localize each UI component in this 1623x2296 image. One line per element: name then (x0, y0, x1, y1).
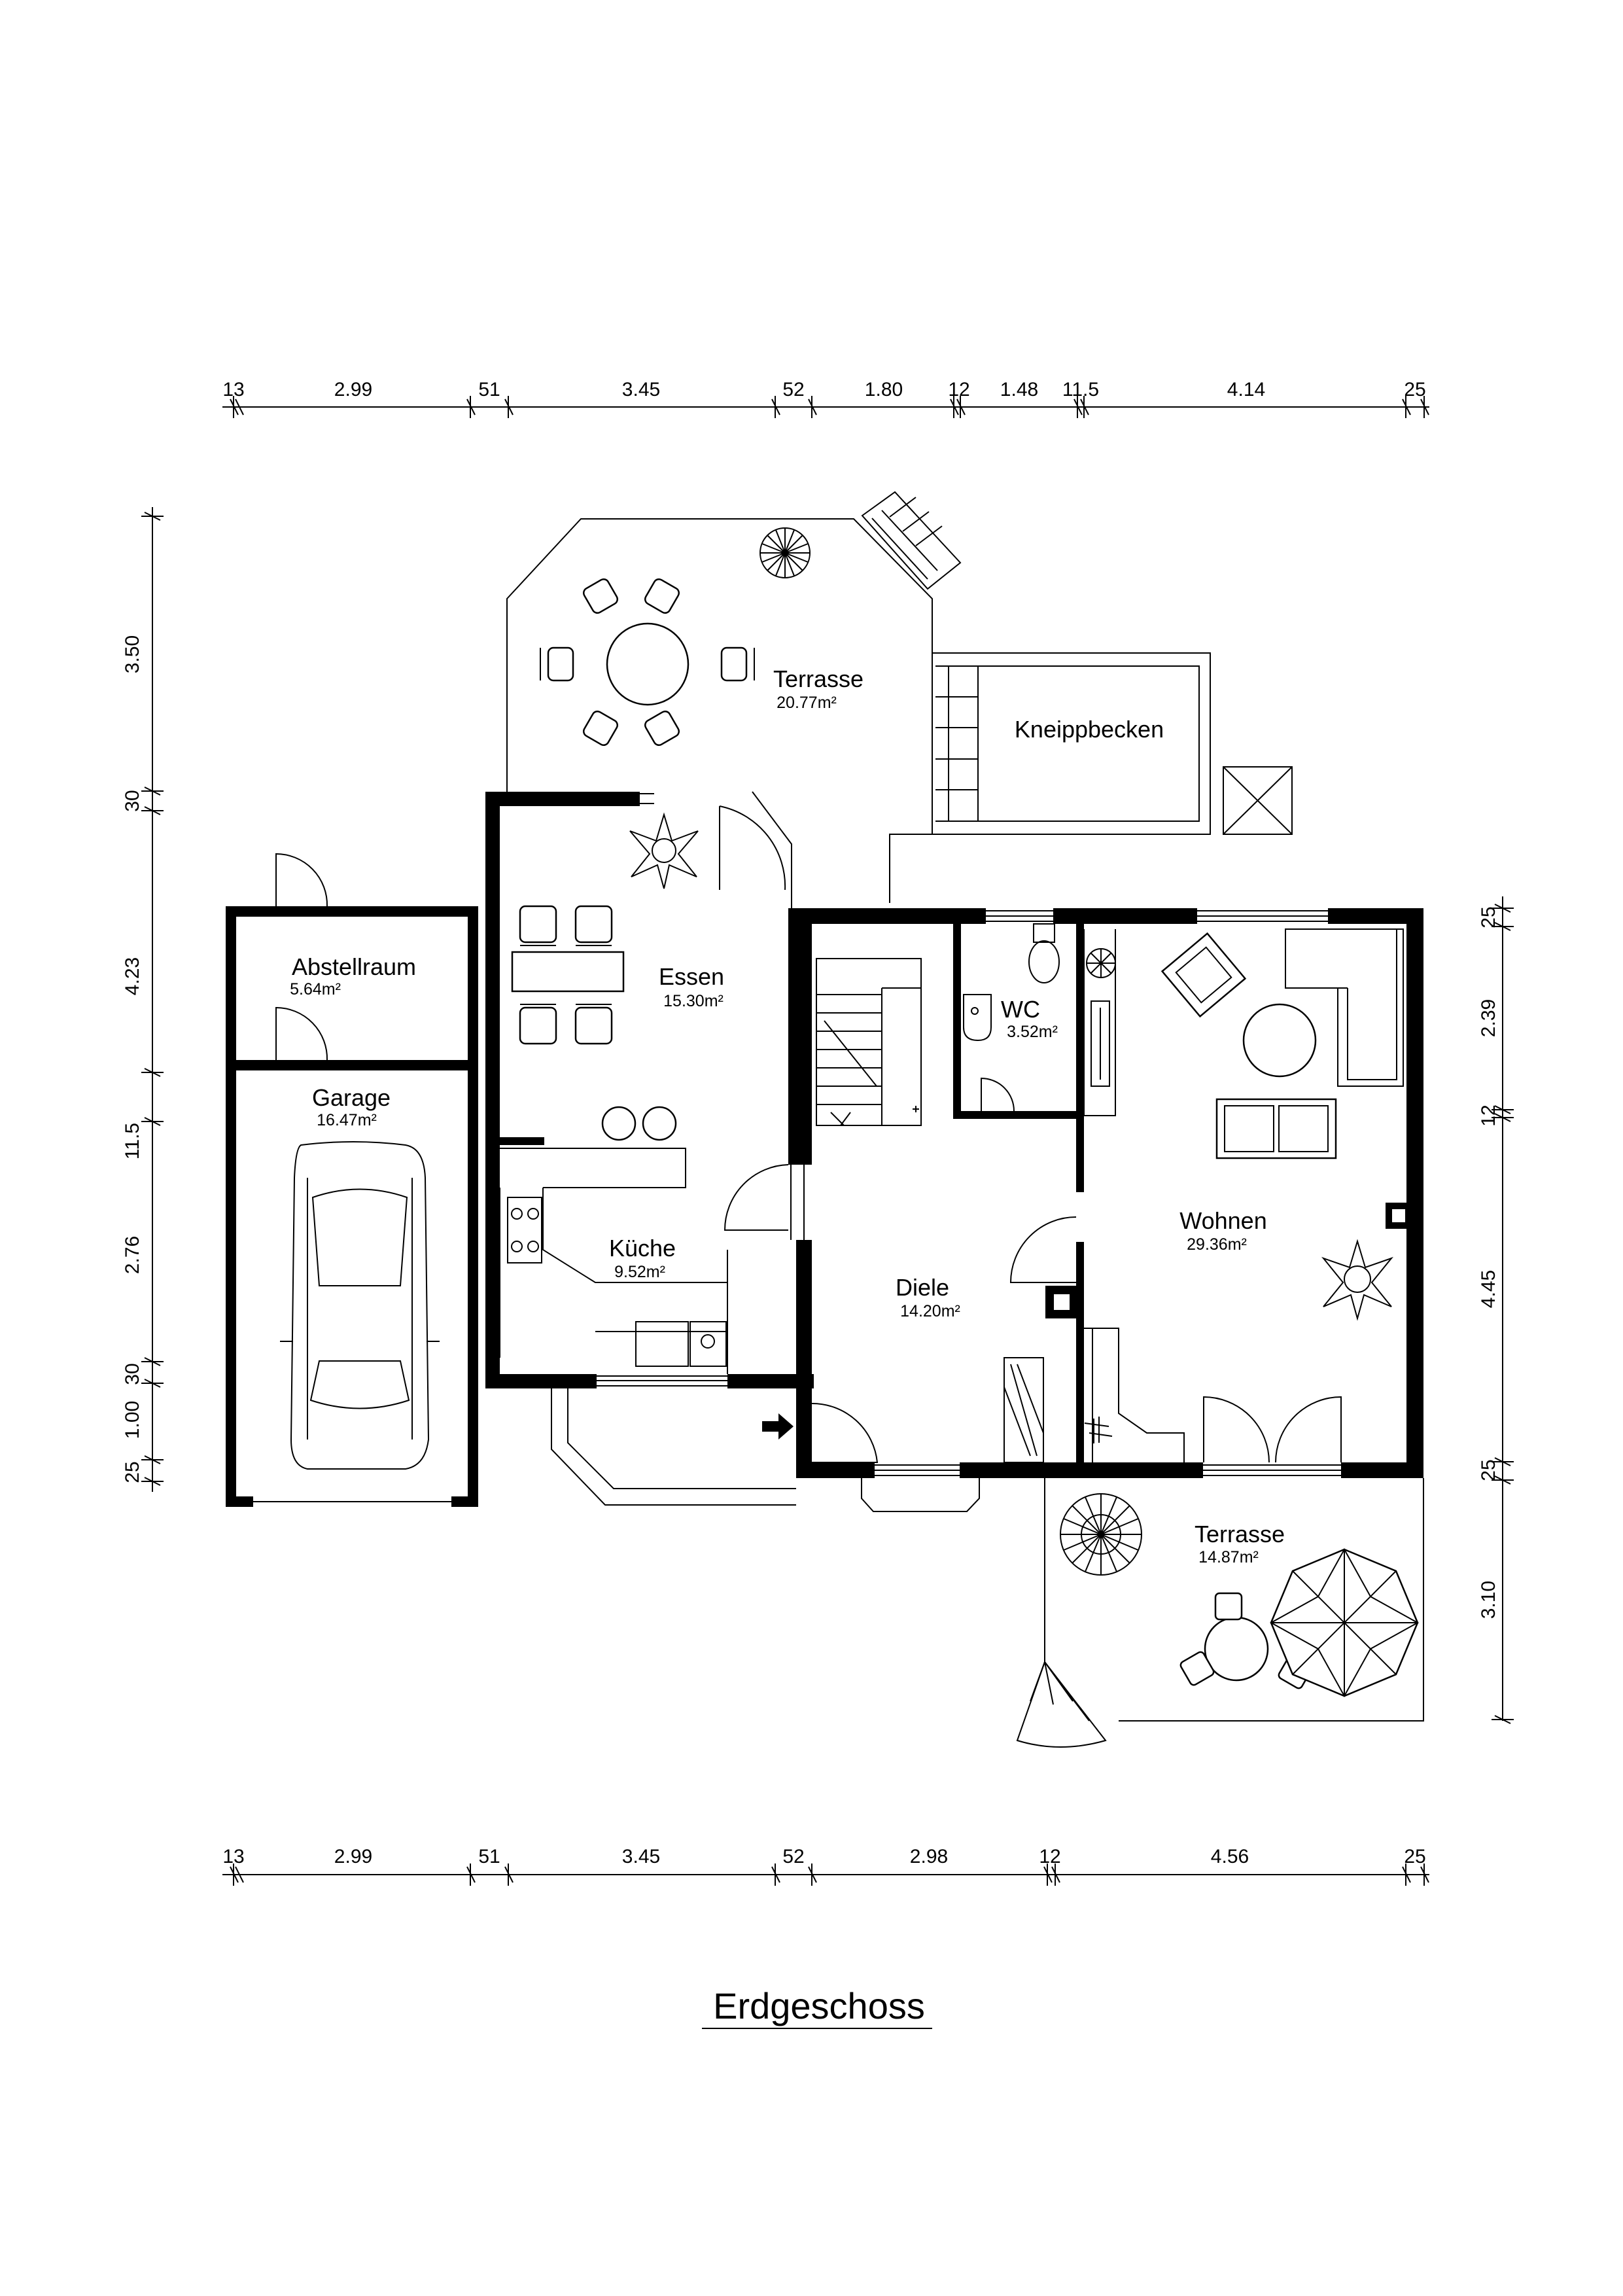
dim-bottom-8: 4.56 (1211, 1846, 1249, 1867)
dim-right-6: 3.10 (1478, 1581, 1499, 1619)
dim-bottom-6: 2.98 (910, 1846, 948, 1867)
kneippbecken-pool (932, 652, 1293, 835)
dim-left-8: 25 (122, 1461, 143, 1483)
dim-top-7: 12 (948, 379, 969, 400)
plan-title-text: Erdgeschoss (713, 1985, 925, 2026)
dim-left-7: 1.00 (122, 1401, 143, 1439)
dim-bottom-4: 3.45 (622, 1846, 660, 1867)
dim-left-2: 30 (122, 790, 143, 811)
entrance-arrow-icon (762, 1413, 794, 1439)
dim-top-4: 3.45 (622, 379, 660, 400)
room-area-essen: 15.30m² (663, 992, 724, 1010)
dimension-labels-left: 3.50 30 4.23 11.5 2.76 30 1.00 25 (122, 635, 143, 1483)
room-name-kueche: Küche (609, 1235, 676, 1262)
dimension-lines (141, 396, 1514, 1886)
wc-fixtures (963, 923, 1060, 1112)
dim-bottom-5: 52 (782, 1846, 804, 1867)
dim-right-2: 2.39 (1478, 999, 1499, 1037)
dim-bottom-3: 51 (478, 1846, 500, 1867)
room-name-wohnen: Wohnen (1179, 1207, 1266, 1234)
room-area-garage: 16.47m² (317, 1111, 377, 1129)
plant-icon (1060, 1493, 1142, 1576)
plant-icon (629, 812, 699, 889)
door-kueche (724, 1164, 789, 1231)
plant-icon (1321, 1239, 1393, 1321)
room-name-garage: Garage (312, 1084, 391, 1111)
dim-right-4: 4.45 (1478, 1270, 1499, 1308)
dining-table (511, 905, 677, 1141)
dim-left-3: 4.23 (122, 957, 143, 995)
dim-right-1: 25 (1478, 906, 1499, 928)
room-area-wc: 3.52m² (1007, 1023, 1058, 1041)
room-name-abstellraum: Abstellraum (292, 953, 416, 980)
umbrella-icon (1269, 1547, 1420, 1698)
door-abstellraum (275, 853, 328, 1061)
staircase (816, 958, 922, 1126)
dimension-labels-top: 13 2.99 51 3.45 52 1.80 12 1.48 11.5 4.1… (222, 379, 1425, 400)
room-area-abstellraum: 5.64m² (290, 980, 341, 998)
wohnen-furniture (1083, 928, 1404, 1463)
dim-top-9: 11.5 (1062, 379, 1099, 400)
dim-bottom-2: 2.99 (334, 1846, 372, 1867)
dim-top-1: 13 (222, 379, 244, 400)
room-name-kneippbecken: Kneippbecken (1015, 716, 1164, 743)
windows (597, 793, 1341, 1476)
walls-main (485, 792, 1423, 1478)
kitchen-counters (499, 1148, 728, 1374)
dim-top-11: 25 (1404, 379, 1425, 400)
dim-left-1: 3.50 (122, 635, 143, 673)
car-icon (280, 1141, 440, 1470)
dim-right-3: 12 (1478, 1104, 1499, 1126)
patio-table (1179, 1592, 1313, 1689)
room-name-terrasse-bottom: Terrasse (1195, 1521, 1285, 1547)
walls-garage (226, 906, 478, 1507)
dim-bottom-7: 12 (1039, 1846, 1060, 1867)
dim-top-5: 52 (782, 379, 804, 400)
entrance-porch (551, 1388, 980, 1512)
room-name-terrasse-top: Terrasse (773, 665, 864, 692)
wardrobe (1003, 1357, 1044, 1463)
door-wohnen (1009, 1216, 1077, 1283)
room-area-terrasse-top: 20.77m² (777, 694, 837, 712)
room-area-diele: 14.20m² (900, 1302, 960, 1320)
room-name-essen: Essen (659, 963, 724, 990)
dim-top-3: 51 (478, 379, 500, 400)
room-labels: Terrasse 20.77m² Kneippbecken Abstellrau… (290, 665, 1285, 1566)
watermark-text: www.grundriss.com (1407, 1330, 1420, 1427)
dim-top-10: 4.14 (1227, 379, 1265, 400)
dim-left-6: 30 (122, 1363, 143, 1385)
dim-top-2: 2.99 (334, 379, 372, 400)
dimension-labels-right: 25 2.39 12 4.45 25 3.10 (1478, 906, 1499, 1619)
dimension-labels-bottom: 13 2.99 51 3.45 52 2.98 12 4.56 25 (222, 1846, 1425, 1867)
round-table-terrace (540, 578, 755, 747)
door-essen-terrace (719, 791, 792, 908)
dim-left-5: 2.76 (122, 1236, 143, 1274)
room-area-wohnen: 29.36m² (1187, 1235, 1247, 1254)
dim-top-6: 1.80 (865, 379, 903, 400)
room-name-diele: Diele (896, 1274, 949, 1301)
room-area-terrasse-bottom: 14.87m² (1198, 1548, 1259, 1566)
room-name-wc: WC (1001, 996, 1040, 1023)
dim-bottom-1: 13 (222, 1846, 244, 1867)
plant-icon (759, 527, 811, 578)
dim-left-4: 11.5 (122, 1123, 143, 1159)
dim-bottom-9: 25 (1404, 1846, 1425, 1867)
dim-right-5: 25 (1478, 1459, 1499, 1481)
terrace-top-outline (506, 491, 962, 903)
plan-title: Erdgeschoss (702, 1985, 932, 2029)
dim-top-8: 1.48 (1000, 379, 1038, 400)
room-area-kueche: 9.52m² (614, 1263, 665, 1281)
door-front (811, 1402, 879, 1463)
terrace-bottom-outline (1016, 1478, 1424, 1748)
